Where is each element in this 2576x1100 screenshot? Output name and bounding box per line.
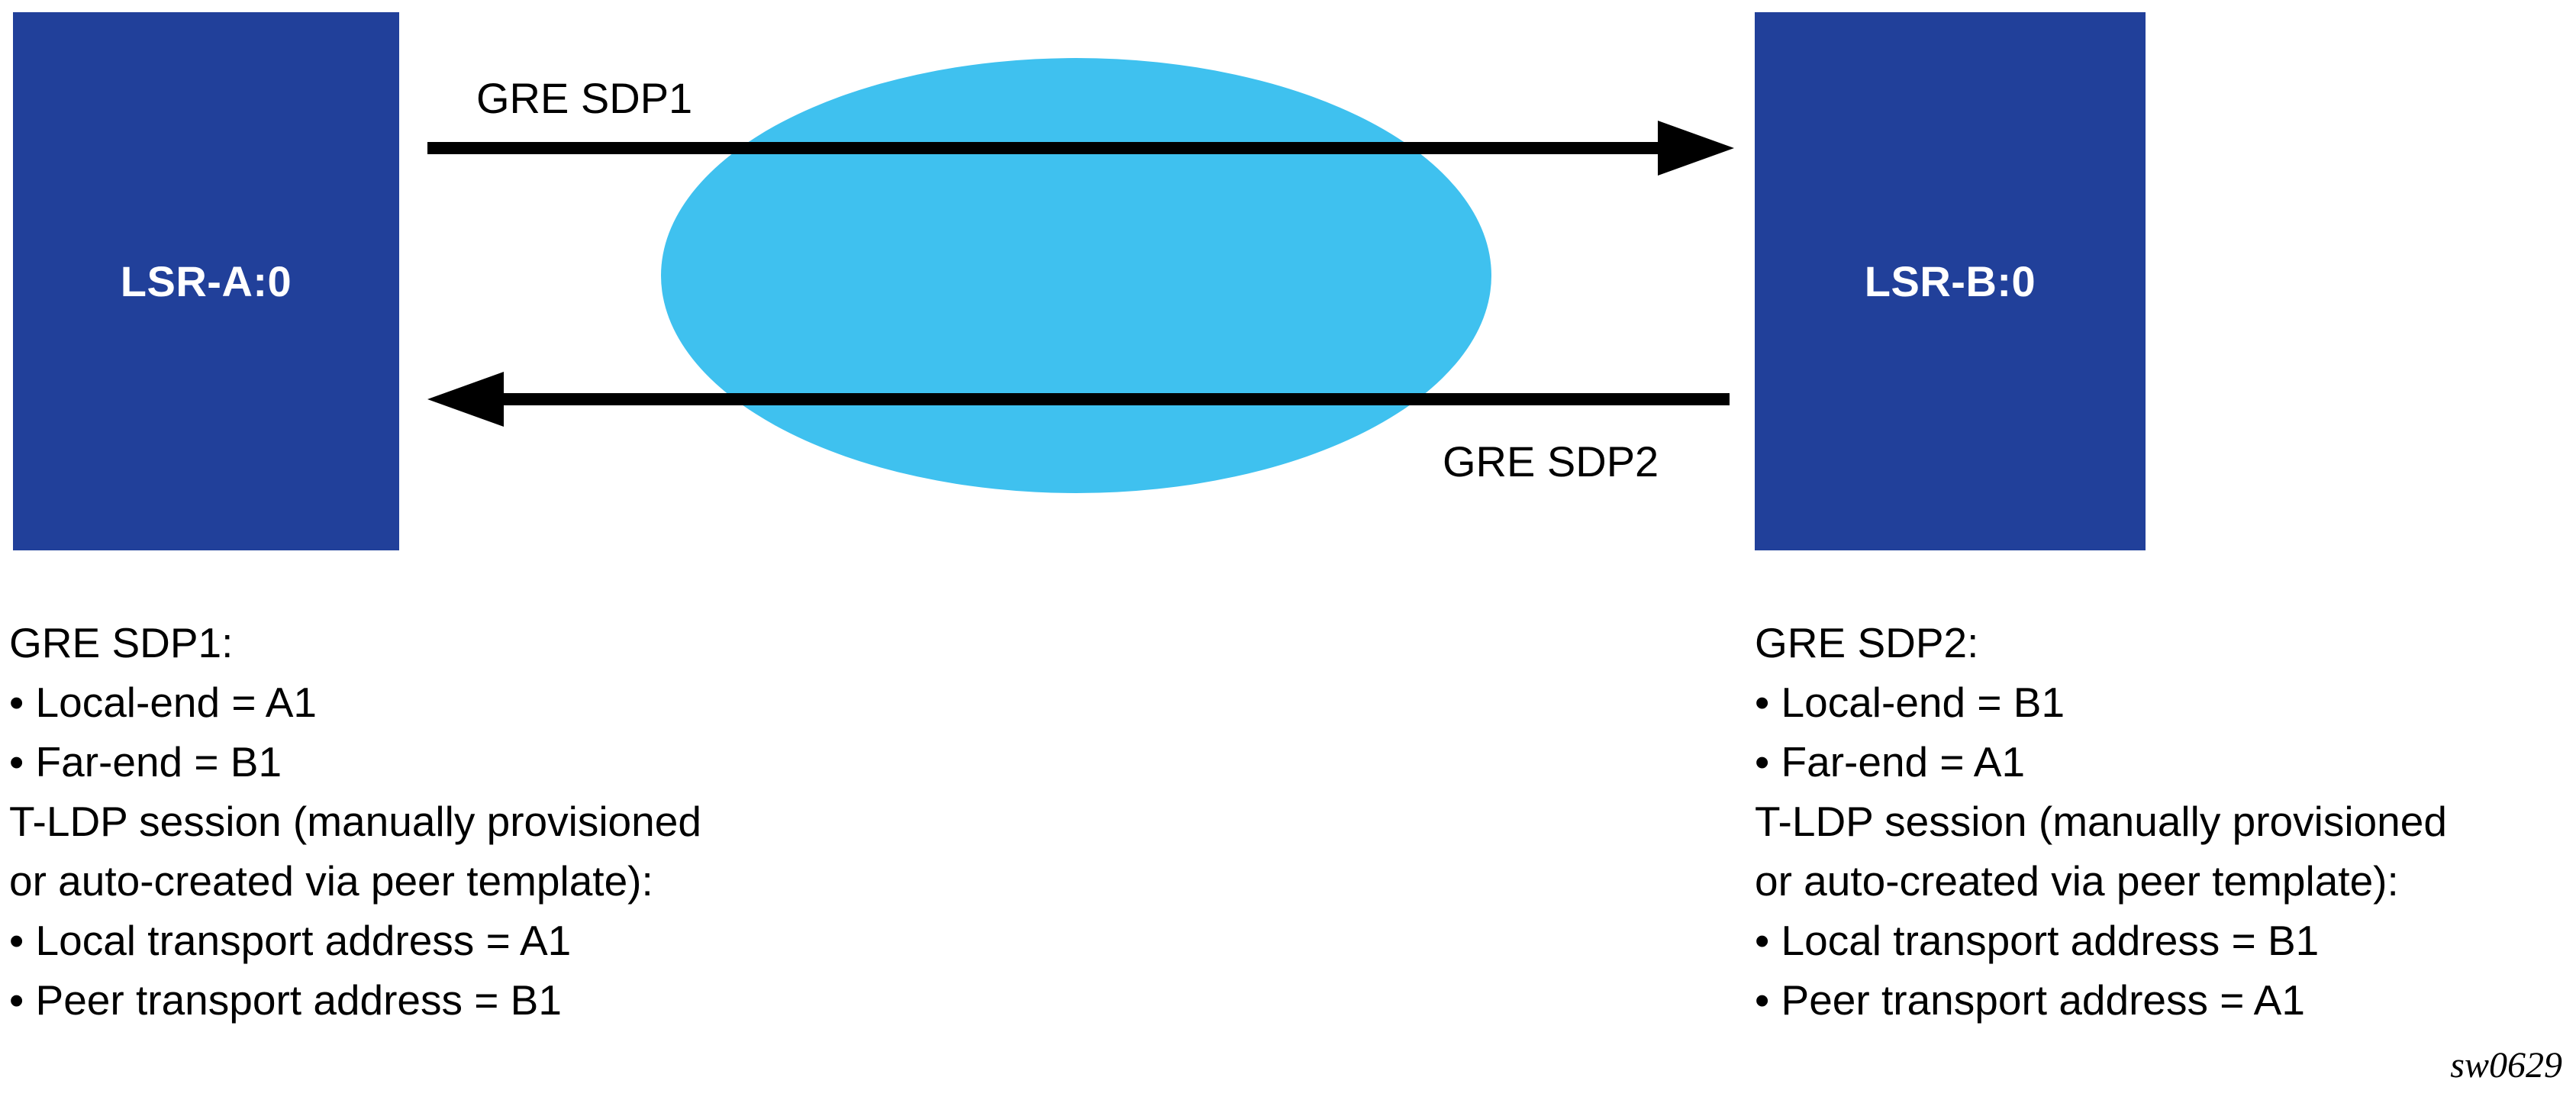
note-line: • Far-end = B1: [9, 738, 282, 785]
arrow-label-gre-sdp2: GRE SDP2: [1443, 437, 1659, 485]
note-line: or auto-created via peer template):: [1755, 857, 2399, 905]
note-line: T-LDP session (manually provisioned: [9, 798, 701, 845]
node-lsr-a-label: LSR-A:0: [120, 257, 292, 305]
note-line: • Local-end = A1: [9, 679, 318, 726]
note-line: • Local transport address = A1: [9, 917, 572, 964]
figure-id: sw0629: [2450, 1045, 2562, 1085]
node-lsr-b: LSR-B:0: [1755, 12, 2146, 550]
node-lsr-b-label: LSR-B:0: [1864, 257, 2036, 305]
notes-gre-sdp1: GRE SDP1: • Local-end = A1 • Far-end = B…: [9, 613, 701, 1030]
gre-sdp2-arrowhead-icon: [427, 372, 504, 427]
note-line: T-LDP session (manually provisioned: [1755, 798, 2447, 845]
notes-gre-sdp2: GRE SDP2: • Local-end = B1 • Far-end = A…: [1755, 613, 2447, 1030]
node-lsr-a: LSR-A:0: [13, 12, 399, 550]
note-line: • Peer transport address = B1: [9, 976, 562, 1024]
note-line: • Peer transport address = A1: [1755, 976, 2305, 1024]
note-line: • Far-end = A1: [1755, 738, 2026, 785]
note-line: GRE SDP2:: [1755, 619, 1979, 666]
arrow-label-gre-sdp1: GRE SDP1: [476, 74, 693, 122]
note-line: • Local-end = B1: [1755, 679, 2065, 726]
note-line: GRE SDP1:: [9, 619, 234, 666]
note-line: or auto-created via peer template):: [9, 857, 653, 905]
gre-sdp1-arrowhead-icon: [1658, 121, 1734, 176]
network-cloud-ellipse: [661, 58, 1491, 493]
note-line: • Local transport address = B1: [1755, 917, 2320, 964]
